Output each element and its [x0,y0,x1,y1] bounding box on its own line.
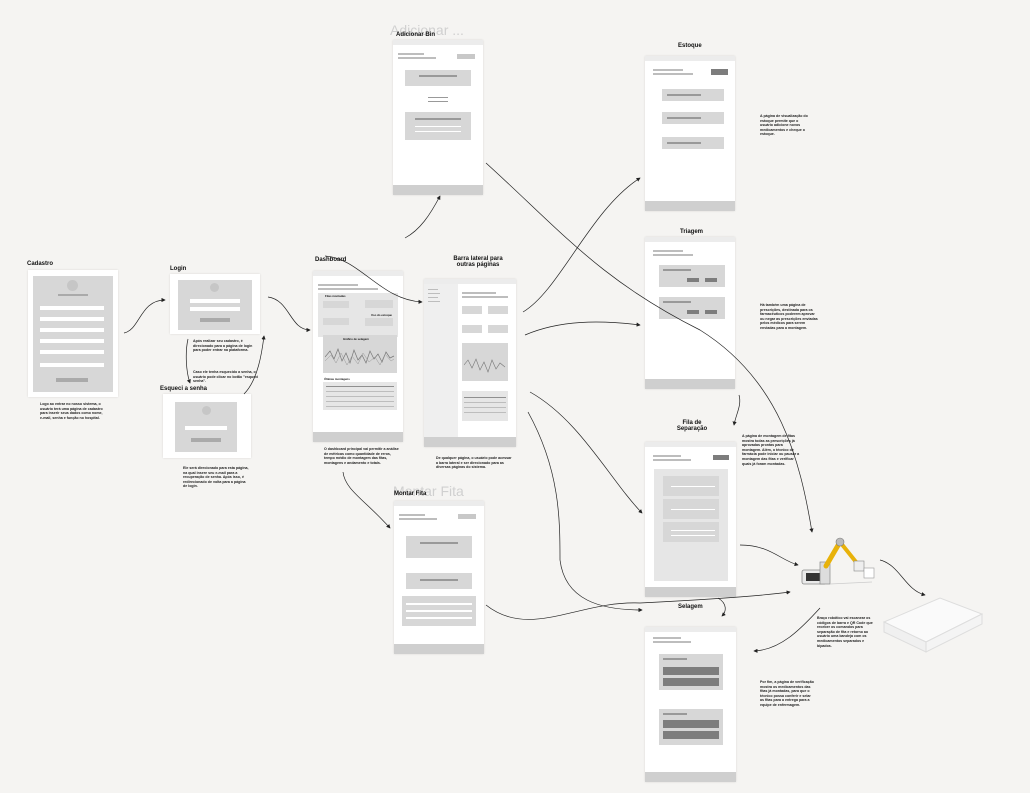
esqueci-title: Esqueci a senha [160,386,208,392]
braco-note: Braço robótico vai escanear os códigos d… [817,616,873,648]
tray-icon [882,597,984,653]
montar-ghost-title: Montar Fita [393,483,464,499]
login-esqueci-note: Caso ele tenha esquecido a senha, o usuá… [193,370,259,384]
grafico-label: Gráfico de selagem [343,337,369,341]
triagem-wireframe [645,237,735,389]
adicionar-ghost-title: Adicionar ... [390,22,464,38]
adicionar-bin-wireframe [393,40,483,195]
login-wireframe [170,274,260,334]
robotic-arm-icon [801,537,875,585]
esqueci-note: Ele será direcionado para esta página, n… [183,466,249,489]
fila-note: A página de montagem de fitas mostra tod… [742,434,800,466]
barra-line-chart [464,358,506,373]
adicionar-bin-title: Adicionar Bin [396,32,436,38]
barra-title: Barra lateral para outras páginas [453,256,503,268]
cadastro-wireframe [28,270,118,397]
uso-estoque-label: Uso do estoque [371,313,392,317]
montar-fita-title: Montar Fita [394,491,427,497]
fitas-montadas-label: Fitas montadas [325,294,346,298]
login-title: Login [170,266,187,272]
ultimas-montagens-label: Últimas montagens [324,377,350,381]
cadastro-title: Cadastro [27,261,54,267]
barra-lateral-wireframe [424,279,516,447]
triagem-note: Há também uma página de prescrições, des… [760,303,818,330]
barra-note: De qualquer página, o usuário pode acess… [436,456,512,470]
selagem-wireframe [645,627,736,782]
login-note: Após realizar seu cadastro, é direcionad… [193,339,253,353]
dashboard-line-chart [325,347,395,366]
fila-separacao-wireframe [645,442,736,597]
estoque-title: Estoque [678,43,702,49]
dashboard-wireframe: Fitas montadas Uso do estoque Gráfico de… [313,271,403,442]
selagem-title: Selagem [678,604,703,610]
estoque-note: A página de visualização do estoque perm… [760,114,808,137]
estoque-wireframe [645,56,735,211]
fila-title: Fila de Separação [676,420,708,432]
dashboard-title: Dashboard [315,257,347,263]
esqueci-wireframe [163,394,251,458]
triagem-title: Triagem [680,229,704,235]
cadastro-note: Logo ao entrar no nosso sistema, o usuár… [40,402,103,420]
selagem-note: Por fim, a página de verificação mostra … [760,680,814,707]
dashboard-note: O dashboard principal vai permitir a aná… [324,447,399,465]
montar-fita-wireframe [394,501,484,654]
